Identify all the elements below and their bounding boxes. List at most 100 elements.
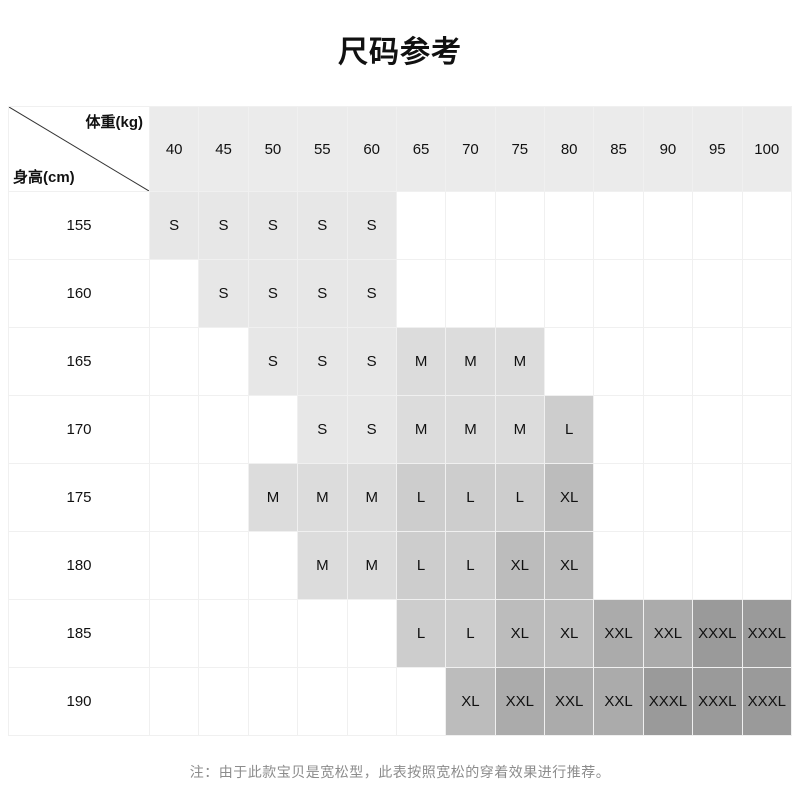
footnote-text: 注：由于此款宝贝是宽松型，此表按照宽松的穿着效果进行推荐。 — [189, 764, 611, 780]
size-cell: S — [247, 327, 299, 396]
size-cell: S — [247, 259, 299, 328]
weight-column-header: 40 — [148, 106, 200, 192]
size-cell-empty — [346, 599, 397, 668]
weight-column-header: 60 — [346, 106, 397, 192]
size-cell-empty — [642, 395, 694, 464]
size-cell: XXL — [593, 599, 644, 668]
size-cell: M — [297, 531, 348, 600]
size-cell-empty — [593, 327, 644, 396]
size-cell: XXXL — [692, 599, 743, 668]
size-cell: L — [445, 599, 496, 668]
size-cell: L — [494, 463, 546, 532]
weight-column-header: 90 — [642, 106, 694, 192]
size-cell: M — [395, 327, 447, 396]
size-cell: M — [445, 395, 496, 464]
height-row-header: 185 — [8, 599, 150, 668]
size-cell: S — [198, 259, 249, 328]
size-cell-empty — [543, 327, 595, 396]
size-cell-empty — [741, 463, 792, 532]
size-cell-empty — [395, 259, 447, 328]
size-cell-empty — [593, 191, 644, 260]
size-cell-empty — [593, 395, 644, 464]
size-cell: XL — [543, 463, 595, 532]
size-cell-empty — [198, 599, 249, 668]
weight-axis-label: 体重(kg) — [85, 114, 144, 131]
size-cell-empty — [247, 667, 299, 736]
size-cell: XXL — [494, 667, 546, 736]
size-cell-empty — [642, 327, 694, 396]
size-cell-empty — [148, 667, 200, 736]
corner-header-cell: 体重(kg) 身高(cm) — [8, 106, 150, 192]
size-cell: S — [297, 191, 348, 260]
size-cell-empty — [593, 259, 644, 328]
size-cell: L — [445, 531, 496, 600]
size-cell-empty — [445, 259, 496, 328]
size-cell-empty — [741, 191, 792, 260]
size-cell: L — [395, 463, 447, 532]
size-cell-empty — [297, 599, 348, 668]
weight-column-header: 70 — [445, 106, 496, 192]
size-cell: XXXL — [642, 667, 694, 736]
size-cell-empty — [692, 327, 743, 396]
size-cell: XL — [494, 599, 546, 668]
size-cell-empty — [395, 191, 447, 260]
size-cell-empty — [741, 327, 792, 396]
size-cell: XL — [445, 667, 496, 736]
size-cell-empty — [494, 259, 546, 328]
size-cell-empty — [346, 667, 397, 736]
size-cell-empty — [543, 191, 595, 260]
size-cell-empty — [198, 463, 249, 532]
size-cell: M — [297, 463, 348, 532]
size-cell-empty — [395, 667, 447, 736]
size-cell: L — [445, 463, 496, 532]
weight-column-header: 85 — [593, 106, 644, 192]
size-cell-empty — [148, 463, 200, 532]
height-row-header: 170 — [8, 395, 150, 464]
size-cell-empty — [593, 463, 644, 532]
size-cell-empty — [198, 531, 249, 600]
size-cell: M — [346, 463, 397, 532]
weight-column-header: 100 — [741, 106, 792, 192]
size-cell-empty — [198, 327, 249, 396]
weight-column-header: 50 — [247, 106, 299, 192]
size-cell-empty — [692, 463, 743, 532]
size-cell: S — [247, 191, 299, 260]
size-cell: S — [346, 327, 397, 396]
size-cell: XL — [543, 599, 595, 668]
size-cell: S — [148, 191, 200, 260]
size-cell: S — [346, 395, 397, 464]
size-cell: XXXL — [741, 599, 792, 668]
size-cell: XL — [494, 531, 546, 600]
size-cell-empty — [741, 531, 792, 600]
height-row-header: 190 — [8, 667, 150, 736]
weight-column-header: 45 — [198, 106, 249, 192]
size-cell-empty — [692, 191, 743, 260]
height-row-header: 165 — [8, 327, 150, 396]
height-row-header: 155 — [8, 191, 150, 260]
weight-column-header: 80 — [543, 106, 595, 192]
size-cell-empty — [445, 191, 496, 260]
size-cell-empty — [247, 599, 299, 668]
size-cell-empty — [198, 667, 249, 736]
size-cell: XL — [543, 531, 595, 600]
size-cell-empty — [148, 599, 200, 668]
size-cell: XXL — [543, 667, 595, 736]
page-title: 尺码参考 — [338, 36, 462, 69]
size-cell-empty — [198, 395, 249, 464]
size-cell-empty — [148, 531, 200, 600]
size-cell: XXXL — [741, 667, 792, 736]
size-cell-empty — [543, 259, 595, 328]
size-cell: M — [494, 327, 546, 396]
